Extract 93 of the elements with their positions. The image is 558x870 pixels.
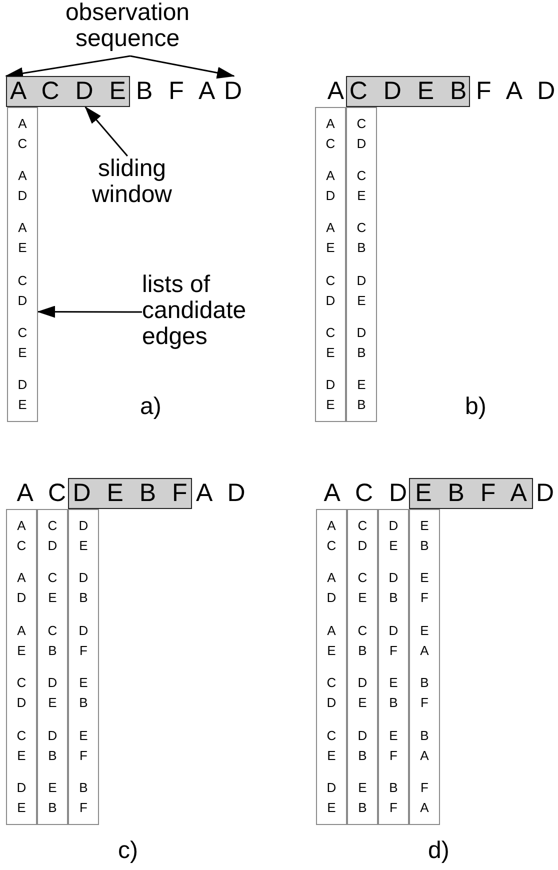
annotation-text: sliding window — [86, 156, 178, 212]
edge-pair: C E — [357, 569, 368, 608]
edge-pair: D E — [357, 674, 368, 712]
sequence-letters: B F A — [136, 76, 216, 107]
arrow — [130, 55, 235, 79]
edge-pair: C D — [17, 272, 28, 310]
edge-pair: C D — [16, 674, 27, 712]
edge-pair: B F — [78, 778, 89, 817]
edge-pair: A C — [325, 115, 336, 153]
candidate-edge-list — [315, 107, 346, 422]
edge-pair: D B — [388, 569, 399, 608]
edge-pair: E B — [419, 517, 430, 555]
edge-pair: C E — [325, 324, 336, 362]
panel-label: a) — [140, 394, 162, 420]
edge-pair: F A — [419, 778, 430, 817]
panel-label: c) — [118, 838, 139, 864]
edge-pair: A C — [17, 115, 28, 153]
sequence-letters: F A D — [476, 76, 556, 107]
edge-pair: D E — [325, 376, 336, 414]
edge-pair: D B — [357, 726, 368, 765]
edge-pair: C B — [356, 219, 367, 258]
edge-pair: A E — [16, 622, 27, 660]
edge-pair: B F — [419, 674, 430, 712]
edge-pair: B A — [419, 726, 430, 765]
sequence-letters: D — [536, 478, 556, 509]
arrow — [84, 106, 128, 156]
edge-pair: A C — [16, 517, 27, 555]
edge-pair: E A — [419, 622, 430, 660]
sliding-window-box: E B F A — [409, 478, 533, 509]
sequence-letter: D — [224, 76, 244, 107]
candidate-edge-list — [378, 509, 409, 825]
candidate-edge-list — [347, 509, 378, 825]
edge-pair: C D — [357, 517, 368, 555]
edge-pair: D E — [356, 272, 367, 310]
edge-pair: C E — [356, 167, 367, 206]
candidate-edge-list — [37, 509, 68, 825]
edge-pair: A D — [325, 167, 336, 206]
edge-pair: A E — [326, 622, 337, 660]
candidate-edge-list — [68, 509, 99, 825]
edge-pair: D F — [388, 622, 399, 660]
edge-pair: E B — [47, 778, 58, 817]
edge-pair: E F — [419, 569, 430, 608]
edge-pair: D E — [16, 778, 27, 817]
edge-pair: A D — [326, 569, 337, 608]
arrow — [5, 55, 130, 80]
candidate-edge-list — [6, 509, 37, 825]
candidate-edge-list — [409, 509, 440, 825]
edge-pair: E B — [388, 674, 399, 712]
edge-pair: D B — [356, 324, 367, 362]
edge-pair: D E — [17, 376, 28, 414]
edge-pair: A C — [326, 517, 337, 555]
edge-pair: C E — [17, 324, 28, 362]
edge-pair: C E — [326, 726, 337, 765]
edge-pair: A E — [17, 219, 28, 258]
edge-pair: E B — [356, 376, 367, 414]
edge-pair: A D — [16, 569, 27, 608]
edge-pair: D E — [326, 778, 337, 817]
edge-pair: D B — [78, 569, 89, 608]
panel-label: b) — [465, 394, 488, 420]
edge-pair: C D — [47, 517, 58, 555]
edge-pair: C B — [357, 622, 368, 660]
sequence-letters: A — [326, 76, 344, 107]
edge-pair: E B — [357, 778, 368, 817]
sequence-letters: A C D — [322, 478, 407, 509]
edge-pair: E B — [78, 674, 89, 712]
sliding-window-box: A C D E — [6, 76, 130, 107]
edge-pair: C D — [326, 674, 337, 712]
edge-pair: E F — [388, 726, 399, 765]
candidate-edge-list — [7, 107, 38, 422]
panel-label: d) — [428, 838, 450, 864]
edge-pair: C D — [356, 115, 367, 153]
edge-pair: A D — [17, 167, 28, 206]
edge-pair: D B — [47, 726, 58, 765]
annotation-text: observation sequence — [60, 0, 195, 56]
candidate-edge-list — [316, 509, 347, 825]
sequence-letters: A C — [16, 478, 66, 509]
sliding-window-box: D E B F — [68, 478, 192, 509]
edge-pair: D F — [78, 622, 89, 660]
arrow — [37, 306, 142, 318]
annotation-text: lists of candidate edges — [142, 272, 260, 352]
candidate-edge-list — [346, 107, 377, 422]
edge-pair: C E — [16, 726, 27, 765]
sequence-letters: A D — [196, 478, 246, 509]
edge-pair: C B — [47, 622, 58, 660]
edge-pair: A E — [325, 219, 336, 258]
edge-pair: B F — [388, 778, 399, 817]
edge-pair: D E — [388, 517, 399, 555]
edge-pair: D E — [78, 517, 89, 555]
edge-pair: E F — [78, 726, 89, 765]
edge-pair: C E — [47, 569, 58, 608]
sliding-window-box: C D E B — [346, 76, 470, 107]
edge-pair: D E — [47, 674, 58, 712]
edge-pair: C D — [325, 272, 336, 310]
